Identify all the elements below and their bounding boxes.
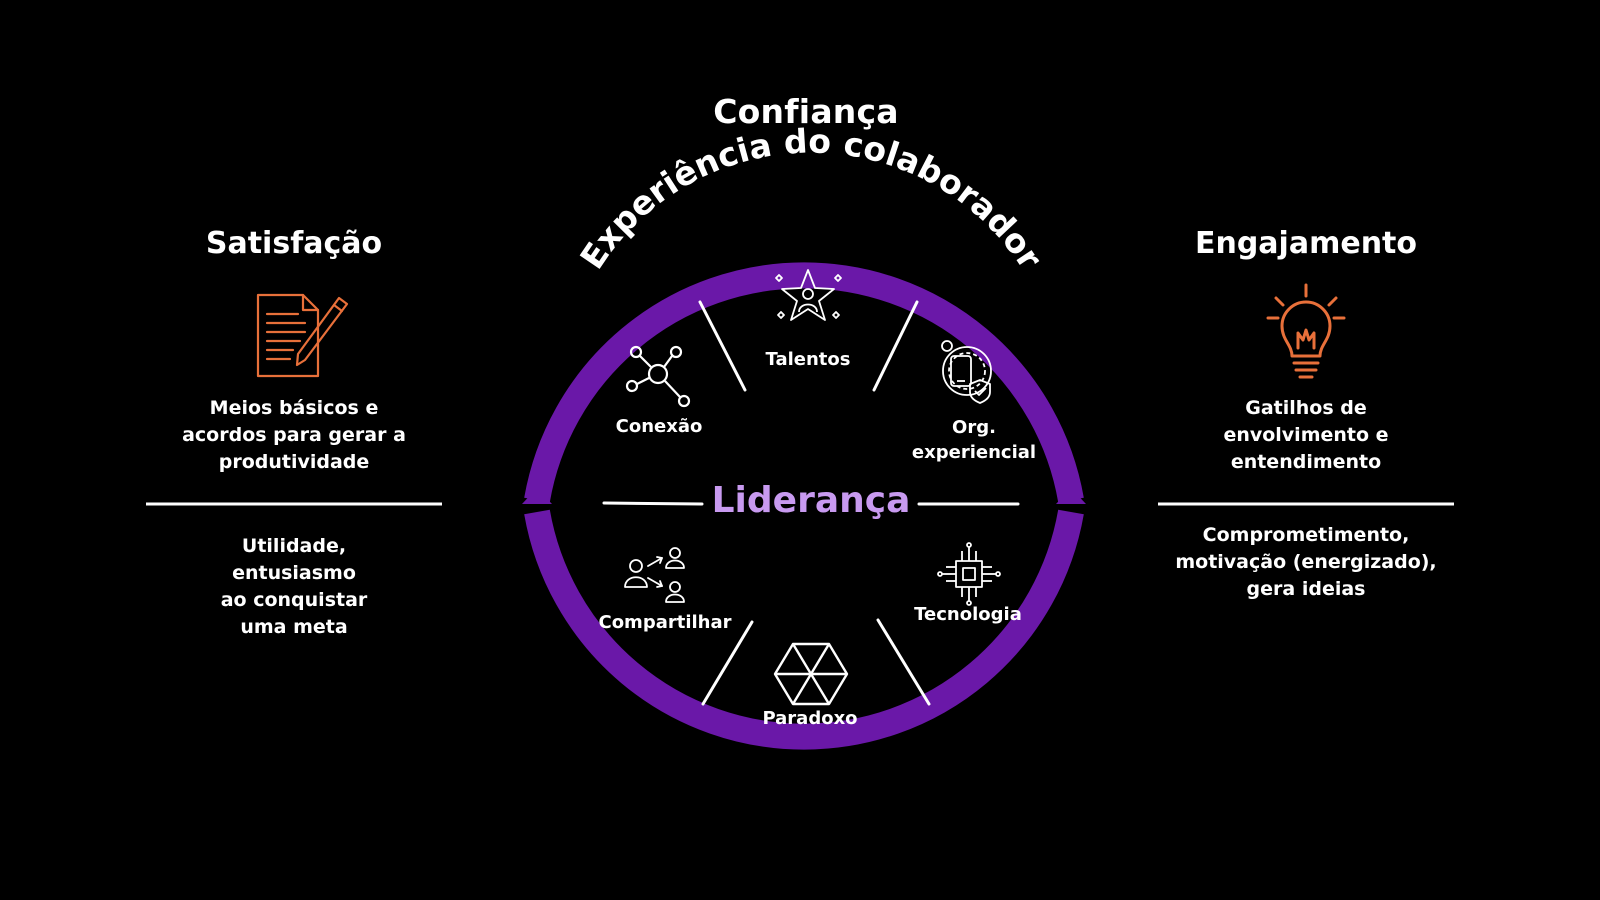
satisfaction-title: Satisfação: [205, 226, 383, 261]
chip-icon: [937, 542, 1001, 606]
engagement-result-line: Comprometimento,: [1202, 524, 1410, 546]
share-people-icon: [624, 547, 685, 603]
satisfaction-description: Meios básicos e acordos para gerar a pro…: [144, 395, 444, 476]
star-person-icon: [775, 269, 842, 321]
ring-arrowhead-right: [1056, 488, 1086, 504]
satisfaction-description-line: acordos para gerar a: [182, 424, 406, 446]
engagement-result-line: motivação (energizado),: [1175, 551, 1437, 573]
experience-ring: [522, 262, 1086, 750]
gear-shield-icon: [941, 340, 992, 404]
satisfaction-result-line: uma meta: [240, 616, 348, 638]
engagement-description: Gatilhos de envolvimento e entendimento: [1156, 395, 1456, 476]
satisfaction-description-line: Meios básicos e: [209, 397, 379, 419]
ring-arrowhead-left: [522, 488, 552, 504]
engagement-result: Comprometimento, motivação (energizado),…: [1141, 522, 1471, 603]
arc-title: Experiência do colaborador: [572, 121, 1050, 276]
segment-label-conexao: Conexão: [615, 416, 703, 437]
satisfaction-result-line: entusiasmo: [232, 562, 356, 584]
document-pencil-icon: [256, 293, 349, 378]
network-icon: [625, 345, 691, 408]
satisfaction-result-line: ao conquistar: [220, 589, 368, 611]
hexagon-icon: [773, 642, 849, 706]
engagement-description-line: envolvimento e: [1223, 424, 1389, 446]
segment-label-paradoxo: Paradoxo: [762, 708, 858, 729]
segment-label-tecnologia: Tecnologia: [914, 604, 1022, 625]
segment-label-compartilhar: Compartilhar: [598, 612, 732, 633]
engagement-description-line: entendimento: [1230, 451, 1382, 473]
page-title: Confiança: [713, 92, 899, 131]
center-label: Liderança: [711, 480, 911, 521]
engagement-description-line: Gatilhos de: [1245, 397, 1367, 419]
satisfaction-result: Utilidade, entusiasmo ao conquistar uma …: [144, 533, 444, 641]
satisfaction-result-line: Utilidade,: [241, 535, 347, 557]
engagement-result-line: gera ideias: [1246, 578, 1366, 600]
lightbulb-icon: [1266, 283, 1346, 379]
segment-label-talentos: Talentos: [765, 349, 851, 370]
segment-dividers: [602, 300, 1020, 706]
segment-label-org-experiencial: Org. experiencial: [911, 417, 1037, 463]
satisfaction-description-line: produtividade: [218, 451, 370, 473]
engagement-title: Engajamento: [1194, 226, 1417, 261]
